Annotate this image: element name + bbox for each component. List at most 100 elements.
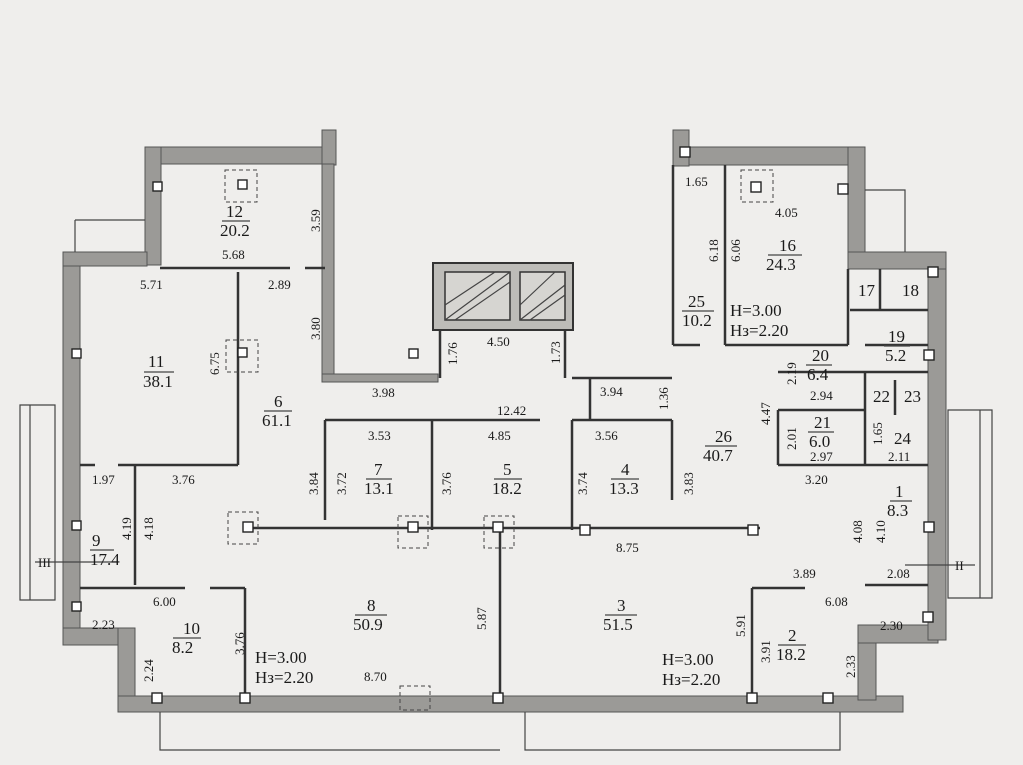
plan-label: 6.00 [153, 594, 176, 609]
plan-label: 50.9 [353, 615, 383, 634]
plan-label: 38.1 [143, 372, 173, 391]
plan-label: 18.2 [776, 645, 806, 664]
plan-label: 18.2 [492, 479, 522, 498]
plan-label: 3.20 [805, 472, 828, 487]
plan-label: 4.47 [758, 402, 773, 425]
plan-label: 4 [621, 460, 630, 479]
plan-label: 6.4 [807, 365, 829, 384]
room-18-label: 18 [902, 281, 919, 300]
plan-label: 18 [902, 281, 919, 300]
plan-label: 3.56 [595, 428, 618, 443]
plan-label: 40.7 [703, 446, 733, 465]
room-24-label: 24 [894, 429, 912, 448]
plan-label: 2.24 [141, 659, 156, 682]
plan-label: 2.30 [880, 618, 903, 633]
plan-label: 8 [367, 596, 376, 615]
plan-label: 4.08 [850, 520, 865, 543]
plan-label: 21 [814, 413, 831, 432]
plan-label: 10 [183, 619, 200, 638]
plan-label: 2.23 [92, 617, 115, 632]
plan-label: 23 [904, 387, 921, 406]
room-1-label: 18.3 [887, 482, 912, 520]
dimension-labels: 1.65 4.05 6.18 6.06 3.59 5.68 5.71 2.89 … [92, 174, 910, 684]
section-marks: III II [35, 555, 975, 573]
plan-label: 5 [503, 460, 512, 479]
plan-label: 1.65 [685, 174, 708, 189]
plan-label: 13.1 [364, 479, 394, 498]
plan-label: 4.50 [487, 334, 510, 349]
plan-label: Нз=2.20 [255, 668, 313, 687]
section-mark-iii: III [38, 555, 51, 570]
plan-label: 61.1 [262, 411, 292, 430]
room-22-label: 22 [873, 387, 890, 406]
plan-label: 6 [274, 392, 283, 411]
room-20-label: 206.4 [806, 346, 832, 384]
plan-label: 2 [788, 626, 797, 645]
plan-label: H=3.00 [730, 301, 782, 320]
plan-label: 20.2 [220, 221, 250, 240]
room-7-label: 713.1 [364, 460, 394, 498]
plan-label: 22 [873, 387, 890, 406]
plan-label: 8.75 [616, 540, 639, 555]
room-3-label: 351.5 [603, 596, 637, 634]
room-9-label: 108.2 [172, 619, 201, 657]
plan-label: 10.2 [682, 311, 712, 330]
room-21-label: 216.0 [808, 413, 834, 451]
plan-label: 5.68 [222, 247, 245, 262]
plan-label: 2.11 [888, 449, 910, 464]
height-notes: H=3.00 Нз=2.20 H=3.00 Нз=2.20 H=3.00 Нз=… [255, 301, 788, 689]
room-17-label: 17 [858, 281, 876, 300]
plan-label: 2.89 [268, 277, 291, 292]
plan-label: 3.59 [308, 209, 323, 232]
plan-label: 3.72 [334, 472, 349, 495]
plan-label: 8.70 [364, 669, 387, 684]
plan-label: 2.08 [887, 566, 910, 581]
plan-label: 4.10 [873, 520, 888, 543]
plan-label: 3.74 [575, 472, 590, 495]
plan-label: 3.91 [758, 640, 773, 663]
plan-label: 6.0 [809, 432, 830, 451]
plan-label: 4.05 [775, 205, 798, 220]
plan-label: 26 [715, 427, 732, 446]
plan-label: 9 [92, 531, 101, 550]
plan-label: 5.71 [140, 277, 163, 292]
plan-label: 24 [894, 429, 912, 448]
plan-label: 4.18 [141, 517, 156, 540]
plan-label: 2.01 [784, 427, 799, 450]
plan-label: 1.97 [92, 472, 115, 487]
section-mark-ii: II [955, 558, 964, 573]
plan-label: 17 [858, 281, 876, 300]
room-6-label: 661.1 [262, 392, 292, 430]
room-2-label: 218.2 [776, 626, 806, 664]
plan-label: 13.3 [609, 479, 639, 498]
plan-label: 4.85 [488, 428, 511, 443]
plan-label: 3.76 [439, 472, 454, 495]
plan-label: 1 [895, 482, 904, 501]
plan-label: 3.76 [232, 632, 247, 655]
plan-label: Нз=2.20 [662, 670, 720, 689]
plan-label: 5.91 [733, 614, 748, 637]
plan-label: 6.08 [825, 594, 848, 609]
plan-label: 2.19 [784, 362, 799, 385]
plan-label: 51.5 [603, 615, 633, 634]
plan-label: 2.94 [810, 388, 833, 403]
plan-label: Нз=2.20 [730, 321, 788, 340]
plan-label: 8.2 [172, 638, 193, 657]
plan-label: 3.76 [172, 472, 195, 487]
room-19-label: 195.2 [884, 327, 910, 365]
plan-label: H=3.00 [662, 650, 714, 669]
plan-label: 16 [779, 236, 796, 255]
plan-label: 19 [888, 327, 905, 346]
plan-label: 3.89 [793, 566, 816, 581]
plan-label: 1.36 [656, 387, 671, 410]
plan-label: 8.3 [887, 501, 908, 520]
plan-label: 6.18 [706, 239, 721, 262]
plan-label: H=3.00 [255, 648, 307, 667]
plan-label: 12.42 [497, 403, 526, 418]
plan-label: 1.76 [445, 342, 460, 365]
